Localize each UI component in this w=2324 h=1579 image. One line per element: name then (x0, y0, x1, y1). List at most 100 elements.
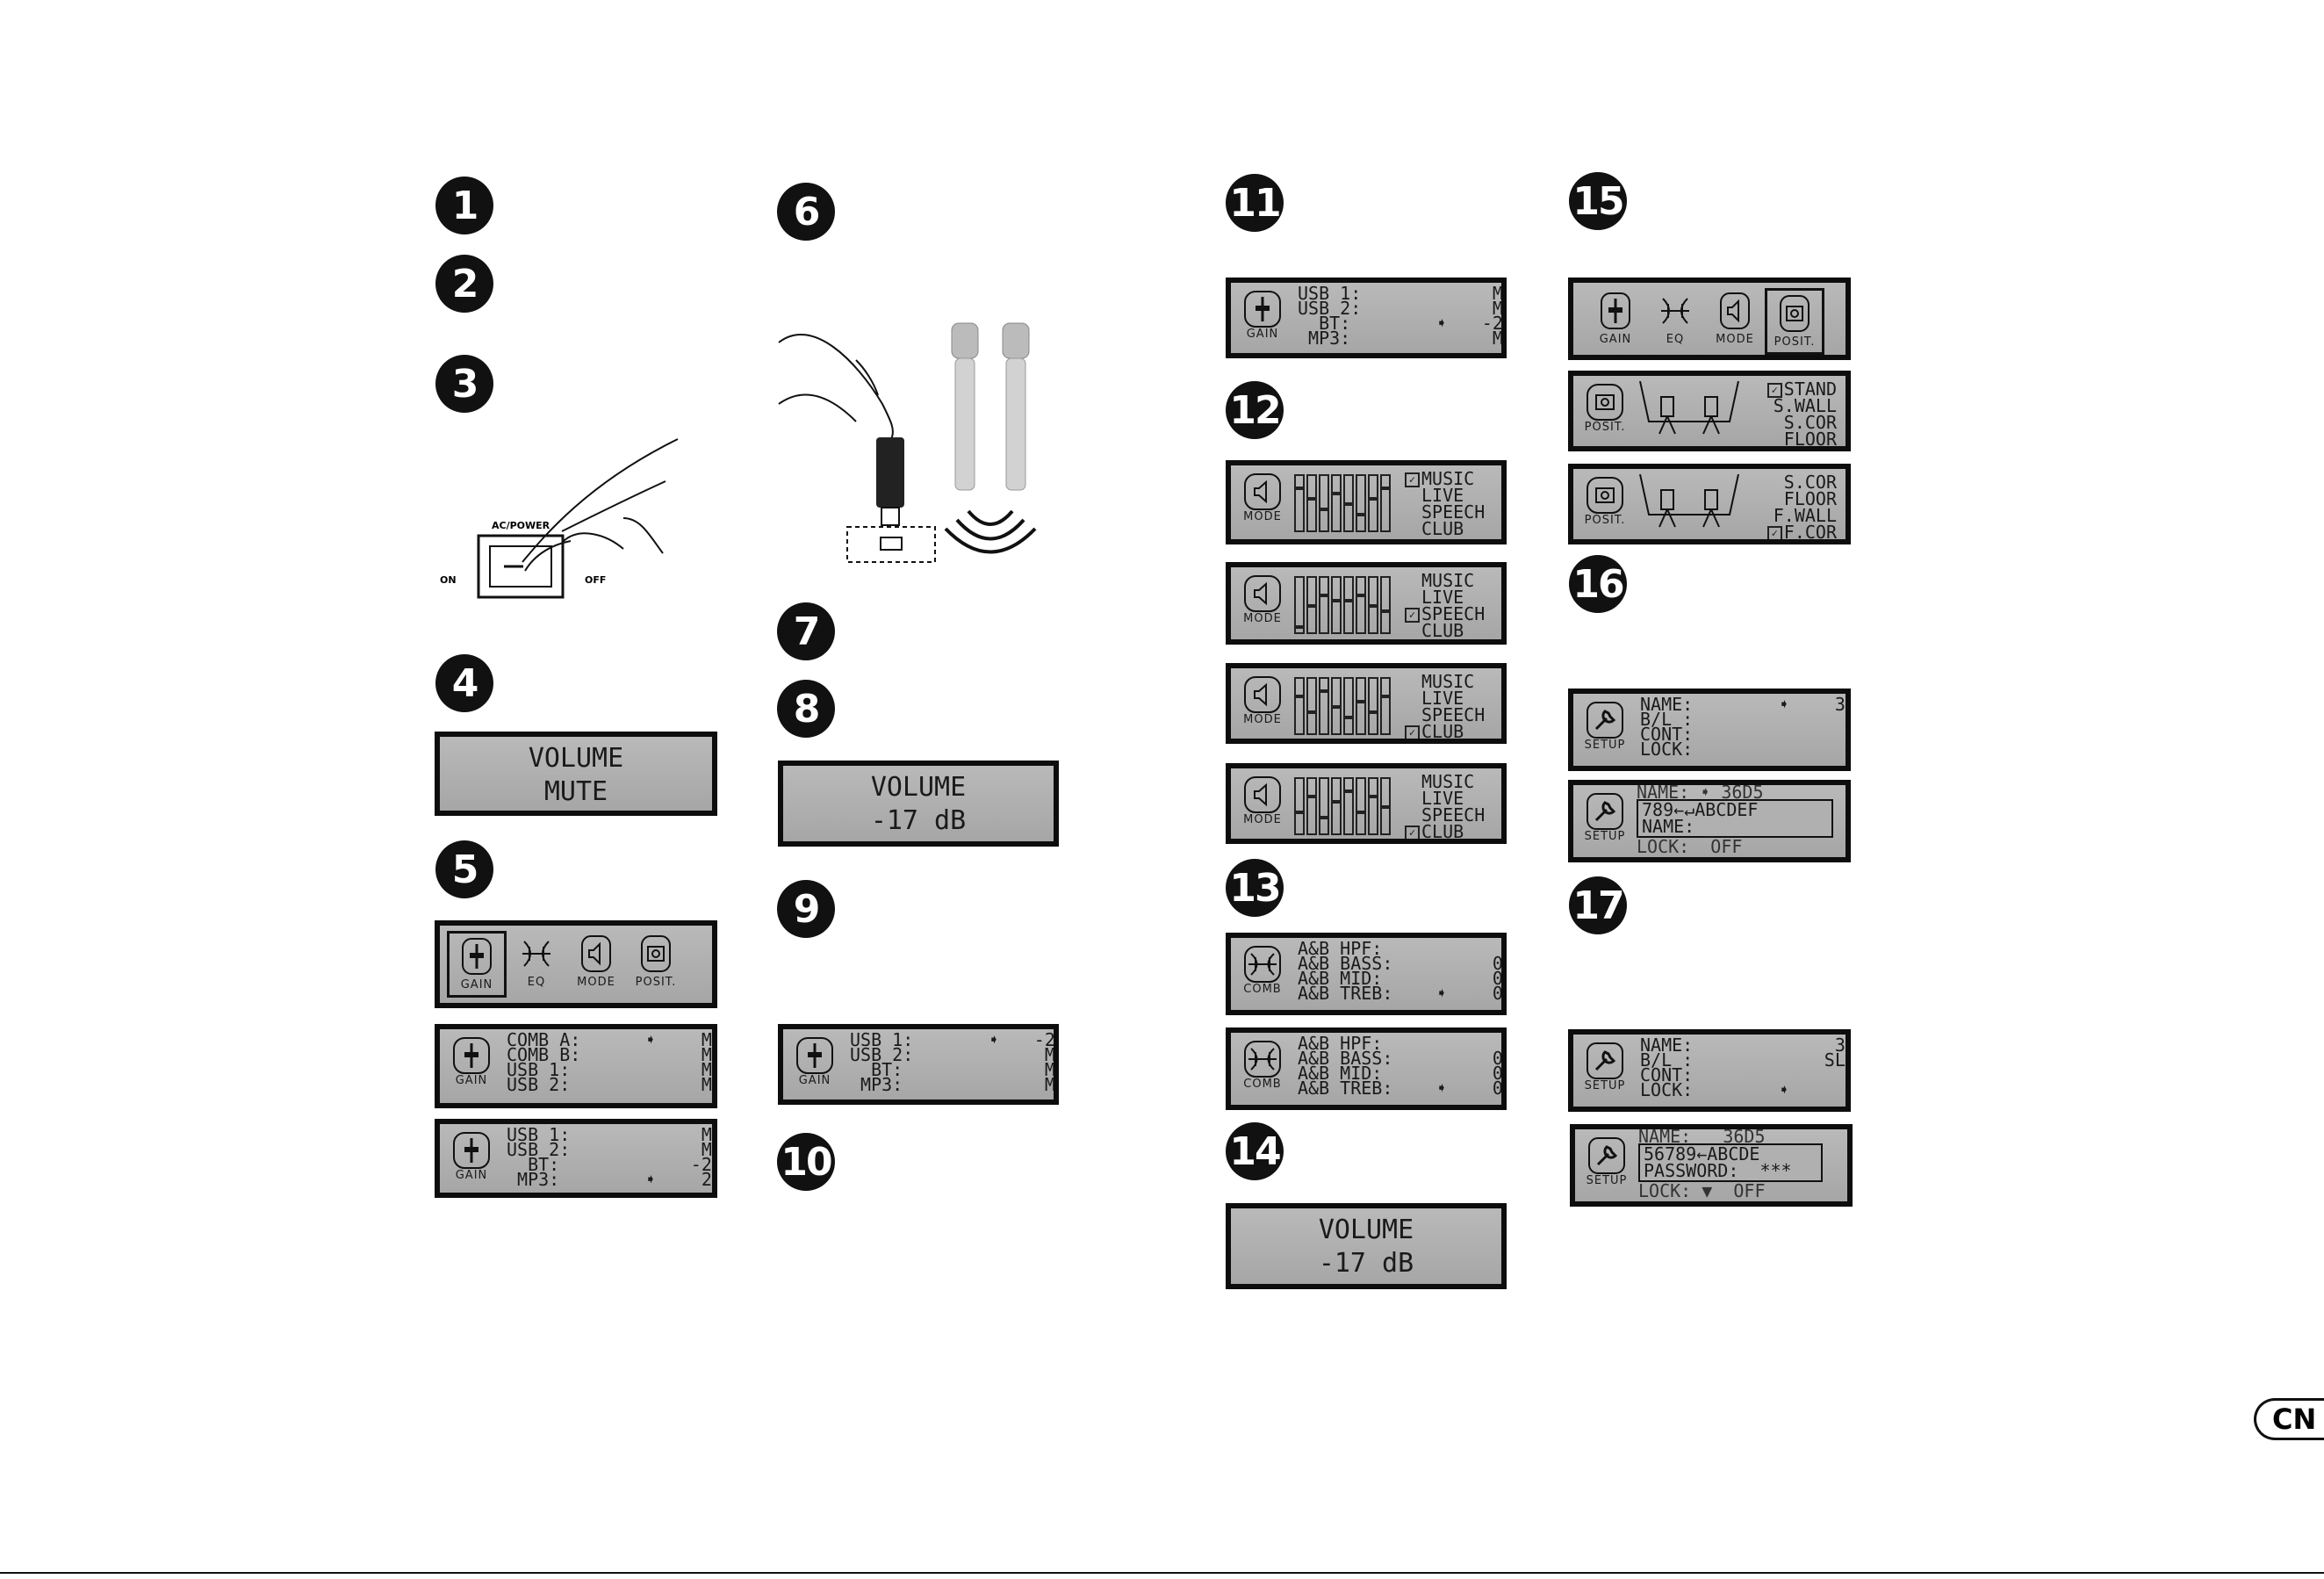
menu-eq[interactable]: EQ (1645, 288, 1705, 355)
position-option[interactable]: S.COR (1745, 473, 1837, 491)
lcd-row: MP3:➧2 dB (507, 1171, 712, 1188)
mode-option[interactable]: MUSIC (1405, 572, 1485, 589)
selection-arrow (1772, 742, 1796, 757)
position-option[interactable]: FLOOR (1745, 490, 1837, 508)
language-tab: CN (2254, 1398, 2324, 1440)
eq-bar (1319, 677, 1329, 735)
eq-bar (1380, 474, 1391, 532)
selection-arrow (1772, 727, 1796, 742)
position-option[interactable]: S.WALL (1745, 397, 1837, 415)
lcd-row: USB 2:MUTE (1298, 298, 1501, 319)
menu-mode[interactable]: MODE (566, 931, 626, 998)
position-label: STAND (1783, 379, 1837, 400)
row-label: LOCK: (1640, 739, 1694, 760)
character-selector[interactable]: 789←↵ABCDEF (1642, 799, 1759, 820)
eq-bar (1356, 474, 1366, 532)
power-switch-illustration: AC/POWER ON OFF (439, 430, 702, 606)
position-option[interactable]: FLOOR (1745, 430, 1837, 446)
menu-gain[interactable]: GAIN (447, 931, 507, 998)
row-value: MUTE (1492, 328, 1501, 349)
step-badge-9: 9 (777, 880, 835, 938)
eq-bar (1306, 576, 1317, 634)
position-option[interactable]: ✓STAND (1745, 379, 1837, 400)
row-label: MP3: (1298, 328, 1351, 349)
mode-option[interactable]: LIVE (1405, 790, 1485, 807)
position-label: F.WALL (1773, 505, 1837, 526)
checkbox-icon: ✓ (1766, 526, 1782, 539)
eq-bar (1356, 677, 1366, 735)
row-value: MUTE (1044, 1044, 1054, 1065)
position-icon (1587, 477, 1623, 514)
mode-option[interactable]: CLUB (1405, 622, 1485, 639)
mode-option[interactable]: SPEECH (1405, 706, 1485, 724)
mode-option[interactable]: MUSIC (1405, 673, 1485, 690)
row-value: MUTE (1044, 1059, 1054, 1080)
lcd-row: USB 2:MUTE (507, 1141, 712, 1158)
menu-posit[interactable]: POSIT. (1765, 288, 1824, 355)
step-badge-10: 10 (777, 1133, 835, 1191)
mode-option[interactable]: ✓SPEECH (1405, 605, 1485, 623)
mode-option[interactable]: CLUB (1405, 520, 1485, 537)
eq-icon (1661, 298, 1689, 324)
name-input[interactable]: NAME: _ (1642, 816, 1716, 837)
position-option[interactable]: F.WALL (1745, 505, 1837, 526)
lcd-rows: NAME:36D5B/L :SLEEPCONT:5LOCK:➧OFF (1640, 1036, 1846, 1099)
menu-posit[interactable]: POSIT. (626, 931, 686, 998)
row-label: A&B MID: (1298, 1063, 1383, 1084)
eq-bar (1319, 474, 1329, 532)
selection-arrow (1429, 956, 1454, 971)
password-input[interactable]: PASSWORD: _*** (1644, 1160, 1792, 1181)
eq-bar (1343, 474, 1354, 532)
selection-arrow: ➧ (1435, 983, 1448, 1004)
lcd-row: USB 1:MUTE (1298, 285, 1501, 302)
checkbox-icon (1405, 792, 1420, 807)
lcd-row: A&B MID:0 dB (1298, 970, 1501, 987)
fader-icon (462, 938, 492, 975)
menu-eq[interactable]: EQ (507, 931, 566, 998)
selection-arrow (1772, 1053, 1796, 1068)
mode-label: SPEECH (1421, 804, 1486, 826)
row-value: 0 dB (1492, 1063, 1501, 1084)
eq-bar (1368, 677, 1378, 735)
mode-option[interactable]: SPEECH (1405, 804, 1486, 826)
speaker-icon (1720, 292, 1750, 329)
lcd-row: MP3: MUTE (1298, 328, 1501, 349)
menu-gain[interactable]: GAIN (1586, 288, 1645, 355)
menu-mode[interactable]: MODE (1705, 288, 1765, 355)
mode-icon-box: MODE (1238, 775, 1287, 830)
eq-icon (1244, 946, 1281, 983)
mode-option[interactable]: LIVE (1405, 487, 1485, 504)
eq-bar (1294, 576, 1305, 634)
selection-arrow (638, 1048, 663, 1063)
character-selector[interactable]: 56789←ABCDE (1644, 1143, 1760, 1164)
lcd-main-menu: GAIN EQ MODE POSIT. (435, 920, 717, 1008)
checkbox-icon (1757, 509, 1772, 524)
mode-option[interactable]: ✓CLUB (1405, 723, 1485, 739)
checkbox-icon (1405, 489, 1420, 504)
speaker-icon (1244, 776, 1281, 813)
selection-arrow (638, 1078, 663, 1092)
position-option[interactable]: ✓F.COR (1745, 523, 1837, 539)
mode-option[interactable]: ✓CLUB (1405, 823, 1485, 839)
mode-option[interactable]: ✓MUSIC (1405, 470, 1485, 487)
lcd-row: USB 1:MUTE (507, 1126, 712, 1143)
lcd-rows: USB 1:➧-2 dBUSB 2:MUTE BT:MUTE MP3:MUTE (850, 1031, 1054, 1093)
step-badge-2: 2 (435, 255, 493, 313)
eq-bar (1319, 576, 1329, 634)
lcd-row: A&B BASS:0 dB (1298, 1049, 1501, 1067)
row-label: USB 2: (1298, 298, 1362, 319)
mode-option[interactable]: MUSIC (1405, 773, 1485, 790)
mode-option[interactable]: LIVE (1405, 689, 1485, 707)
position-option[interactable]: S.COR (1745, 414, 1837, 431)
row-label: CONT: (1640, 1064, 1694, 1085)
mode-label: LIVE (1421, 788, 1464, 809)
eq-bar (1343, 777, 1354, 835)
row-value: 5 (1796, 727, 1846, 742)
gain-icon-box: GAIN (447, 1131, 496, 1186)
room-placement-icon (1637, 473, 1742, 537)
lcd-volume-17db-2: VOLUME -17 dB (1226, 1203, 1507, 1289)
mode-option[interactable]: LIVE (1405, 588, 1485, 606)
mode-option[interactable]: SPEECH (1405, 503, 1485, 521)
